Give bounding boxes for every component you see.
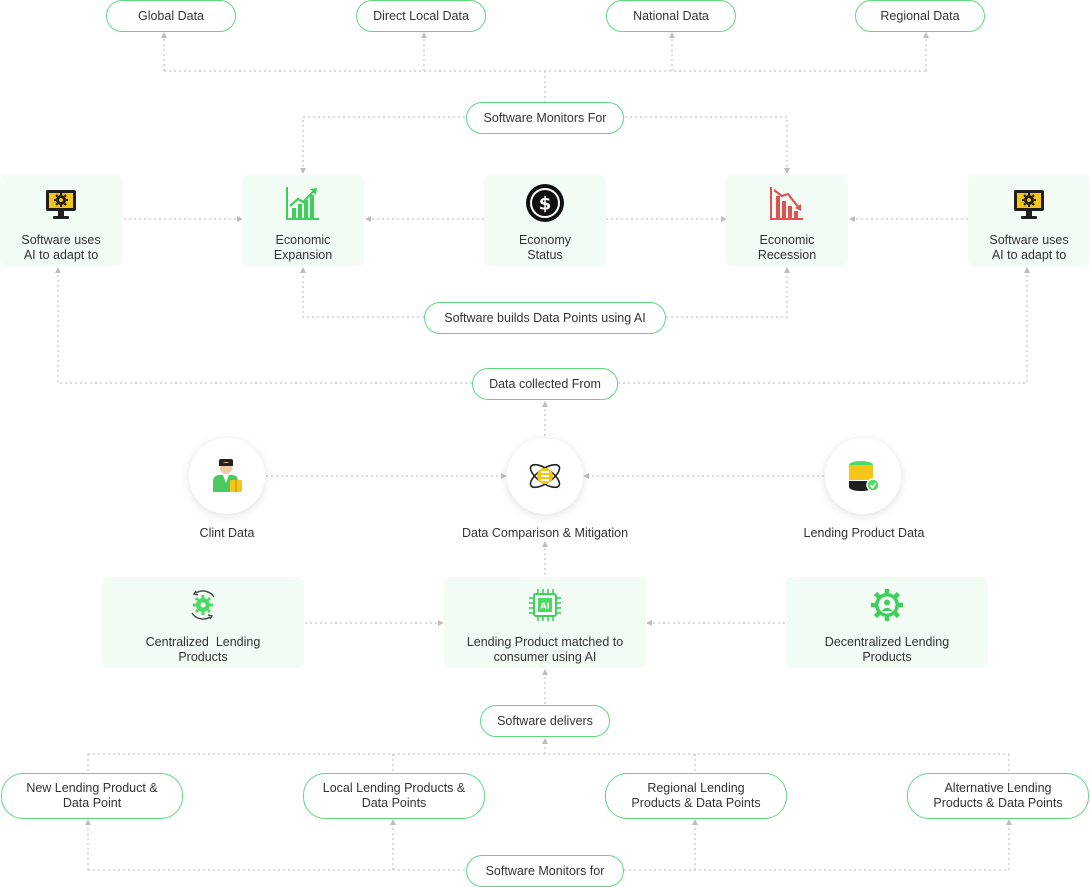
- atom-data-icon: [529, 463, 561, 489]
- bottom-product-local-line1: Local Lending Products &: [322, 781, 466, 795]
- lending-data-label: Lending Product Data: [803, 526, 925, 540]
- recession-line1: Economic: [759, 233, 815, 247]
- data-collected-pill: Data collected From: [472, 368, 618, 400]
- matched-line2: consumer using AI: [493, 650, 597, 664]
- svg-text:AI: AI: [540, 602, 549, 611]
- comparison-label: Data Comparison & Mitigation: [461, 526, 629, 540]
- expansion-line1: Economic: [275, 233, 331, 247]
- bottom-product-regional-line2: Products & Data Points: [631, 796, 761, 810]
- software-delivers-pill: Software delivers: [480, 705, 610, 737]
- chart-up-icon: [283, 183, 323, 223]
- source-pill-global: Global Data: [106, 0, 236, 32]
- adapt-left-line1: Software uses: [21, 233, 101, 247]
- expansion-line2: Expansion: [273, 248, 333, 262]
- recession-line2: Recession: [757, 248, 817, 262]
- comparison-circle: [507, 438, 583, 514]
- client-data-circle: [189, 438, 265, 514]
- decentralized-line1: Decentralized Lending: [824, 635, 950, 649]
- monitor-gear-icon: [1009, 183, 1049, 223]
- svg-text:$: $: [539, 194, 552, 215]
- adapt-right-line2: AI to adapt to: [991, 248, 1067, 262]
- user-gear-icon: [867, 585, 907, 625]
- monitors-for-top-pill: Software Monitors For: [466, 102, 624, 134]
- bottom-product-alternative-line1: Alternative Lending: [944, 781, 1052, 795]
- dollar-icon: $: [525, 183, 565, 223]
- bottom-product-new-line1: New Lending Product &: [26, 781, 158, 795]
- monitor-gear-icon: [41, 183, 81, 223]
- decentralized-line2: Products: [862, 650, 912, 664]
- bottom-product-local: Local Lending Products &Data Points: [303, 773, 485, 819]
- client-data-label: Clint Data: [199, 526, 255, 540]
- source-pill-direct-local: Direct Local Data: [356, 0, 486, 32]
- bottom-product-alternative-line2: Products & Data Points: [933, 796, 1063, 810]
- bottom-product-regional-line1: Regional Lending: [647, 781, 745, 795]
- gear-refresh-icon: [183, 585, 223, 625]
- matched-line1: Lending Product matched to: [466, 635, 624, 649]
- status-line1: Economy: [518, 233, 572, 247]
- bottom-product-new: New Lending Product &Data Point: [1, 773, 183, 819]
- source-pill-regional: Regional Data: [855, 0, 985, 32]
- monitors-for-bottom-pill: Software Monitors for: [466, 855, 624, 887]
- source-pill-national: National Data: [606, 0, 736, 32]
- lending-data-circle: [825, 438, 901, 514]
- ai-chip-icon: AI: [525, 585, 565, 625]
- bottom-product-new-line2: Data Point: [62, 796, 122, 810]
- adapt-left-line2: AI to adapt to: [23, 248, 99, 262]
- status-line2: Status: [527, 248, 563, 262]
- centralized-line2: Products: [178, 650, 228, 664]
- chart-down-icon: [767, 183, 807, 223]
- centralized-line1: Centralized Lending: [145, 635, 261, 649]
- adapt-right-line1: Software uses: [989, 233, 1069, 247]
- client-person-icon: [213, 459, 242, 492]
- database-check-icon: [849, 461, 880, 492]
- bottom-product-local-line2: Data Points: [361, 796, 427, 810]
- builds-data-points-pill: Software builds Data Points using AI: [424, 302, 666, 334]
